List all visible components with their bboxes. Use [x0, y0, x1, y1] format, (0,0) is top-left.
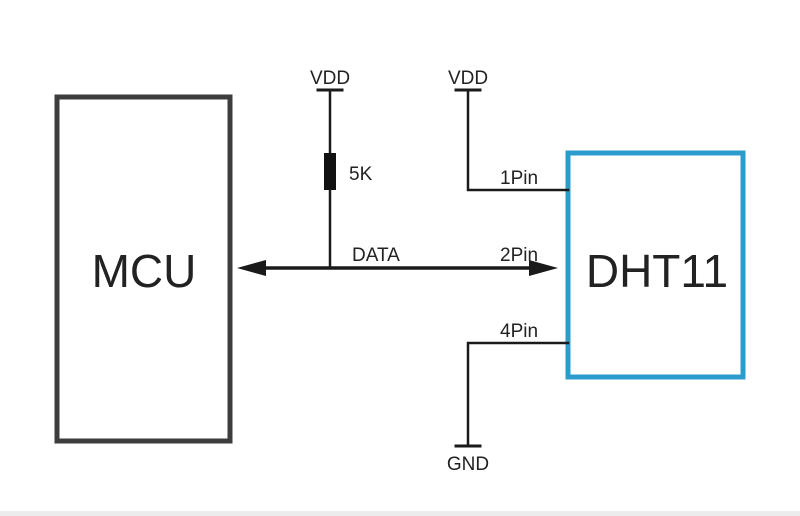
bottom-divider: [0, 511, 800, 516]
dht11-box: [565, 150, 746, 380]
data-bus-arrow-left: [237, 260, 266, 276]
vdd-left-label: VDD: [310, 68, 350, 89]
mcu-box: [54, 94, 233, 444]
vdd-right-label: VDD: [448, 68, 488, 89]
pin4-label: 4Pin: [500, 321, 538, 342]
mcu-label: MCU: [92, 245, 197, 297]
pullup-resistor: [324, 153, 336, 190]
data-bus-label: DATA: [352, 245, 400, 266]
dht11-label: DHT11: [586, 245, 728, 297]
data-bus-arrow-right: [529, 260, 558, 276]
pin2-label: 2Pin: [500, 245, 538, 266]
resistor-value-label: 5K: [349, 164, 373, 185]
gnd-label: GND: [447, 454, 489, 475]
pin1-label: 1Pin: [500, 168, 538, 189]
pin1-wire: [466, 88, 570, 192]
pin4-wire: [466, 341, 570, 448]
